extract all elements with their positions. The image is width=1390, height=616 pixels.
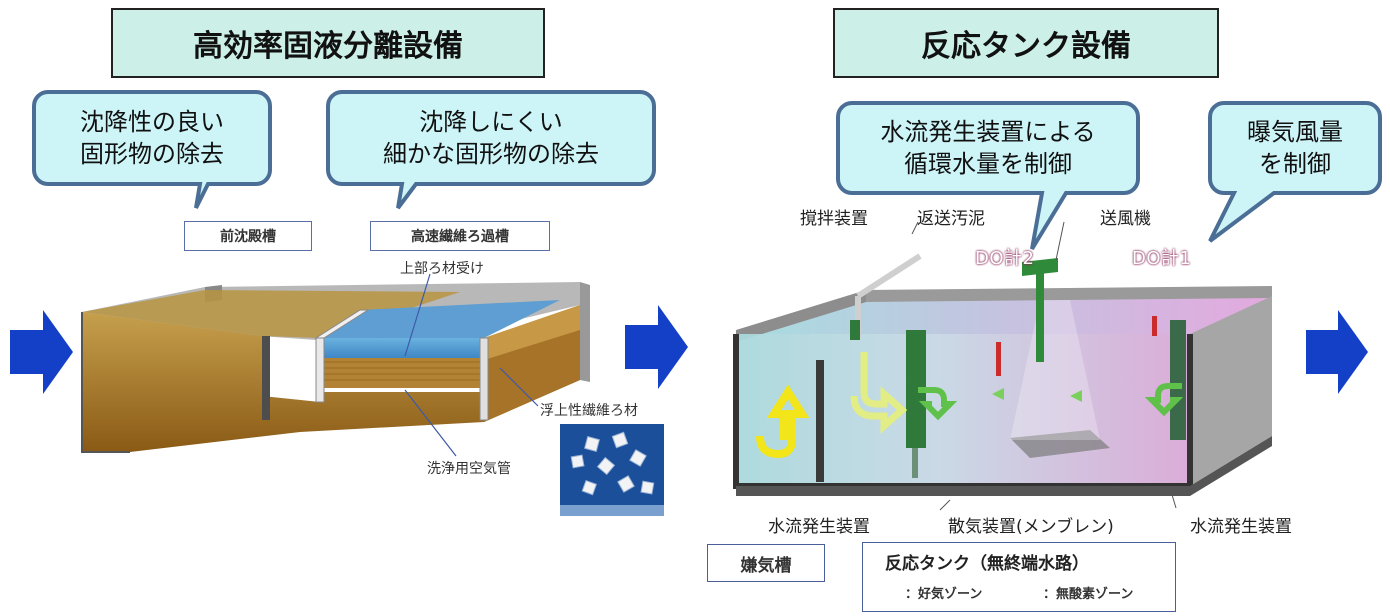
pre-settling-tank-label: 前沈殿槽 — [184, 221, 312, 251]
callout-4-line-1: 曝気風量 — [1247, 118, 1343, 146]
diffuser-label: 散気装置(メンブレン) — [948, 517, 1114, 537]
do-meter-2-label: DO計2 — [975, 248, 1035, 269]
callout-3-text: 水流発生装置による 循環水量を制御 — [838, 103, 1138, 193]
legend-aerobic: ：好気ゾーン — [905, 587, 983, 602]
stirrer-label: 撹拌装置 — [800, 209, 868, 229]
callout-2-text: 沈降しにくい 細かな固形物の除去 — [328, 92, 654, 184]
callout-2-line-1: 沈降しにくい — [419, 108, 563, 136]
right-title: 反応タンク設備 — [833, 8, 1219, 78]
solid-liquid-separation-tank — [81, 273, 590, 457]
flow-generator-right-label: 水流発生装置 — [1190, 517, 1292, 537]
upper-media-receiver-label: 上部ろ材受け — [400, 261, 484, 277]
legend-anoxic: ：無酸素ゾーン — [1043, 587, 1134, 602]
callout-1-text: 沈降性の良い 固形物の除去 — [34, 92, 270, 184]
flow-arrow-right — [1306, 310, 1368, 394]
callout-1-line-2: 固形物の除去 — [80, 140, 224, 168]
callout-bubble-2 — [326, 90, 656, 210]
flow-generator-left-label: 水流発生装置 — [768, 517, 870, 537]
callout-bubble-1 — [32, 90, 272, 209]
callout-bubble-3 — [836, 101, 1140, 251]
do-meter-1-label: DO計1 — [1132, 248, 1192, 269]
legend-title: 反応タンク（無終端水路） — [885, 554, 1089, 574]
fiber-media-sample-image — [560, 424, 664, 516]
callout-bubble-4 — [1208, 101, 1382, 243]
reaction-tank — [733, 221, 1272, 511]
fiber-filter-tank-label: 高速繊維ろ過槽 — [370, 221, 550, 251]
washing-air-pipe-label: 洗浄用空気管 — [427, 461, 511, 477]
flow-arrow-left — [10, 310, 73, 394]
callout-3-line-2: 循環水量を制御 — [904, 150, 1072, 178]
callout-1-line-1: 沈降性の良い — [80, 108, 224, 136]
callout-4-line-2: を制御 — [1259, 150, 1331, 178]
anaerobic-tank-label: 嫌気槽 — [707, 544, 825, 582]
blower-label: 送風機 — [1100, 209, 1151, 229]
flow-arrow-middle — [625, 305, 688, 389]
callout-4-text: 曝気風量 を制御 — [1210, 103, 1380, 193]
return-sludge-label: 返送汚泥 — [917, 209, 985, 229]
callout-3-line-1: 水流発生装置による — [880, 118, 1096, 146]
floating-fiber-media-label: 浮上性繊維ろ材 — [540, 403, 638, 419]
left-title: 高効率固液分離設備 — [111, 8, 545, 78]
reaction-tank-legend: 反応タンク（無終端水路） ：好気ゾーン ：無酸素ゾーン — [862, 542, 1176, 612]
callout-2-line-2: 細かな固形物の除去 — [383, 140, 599, 168]
